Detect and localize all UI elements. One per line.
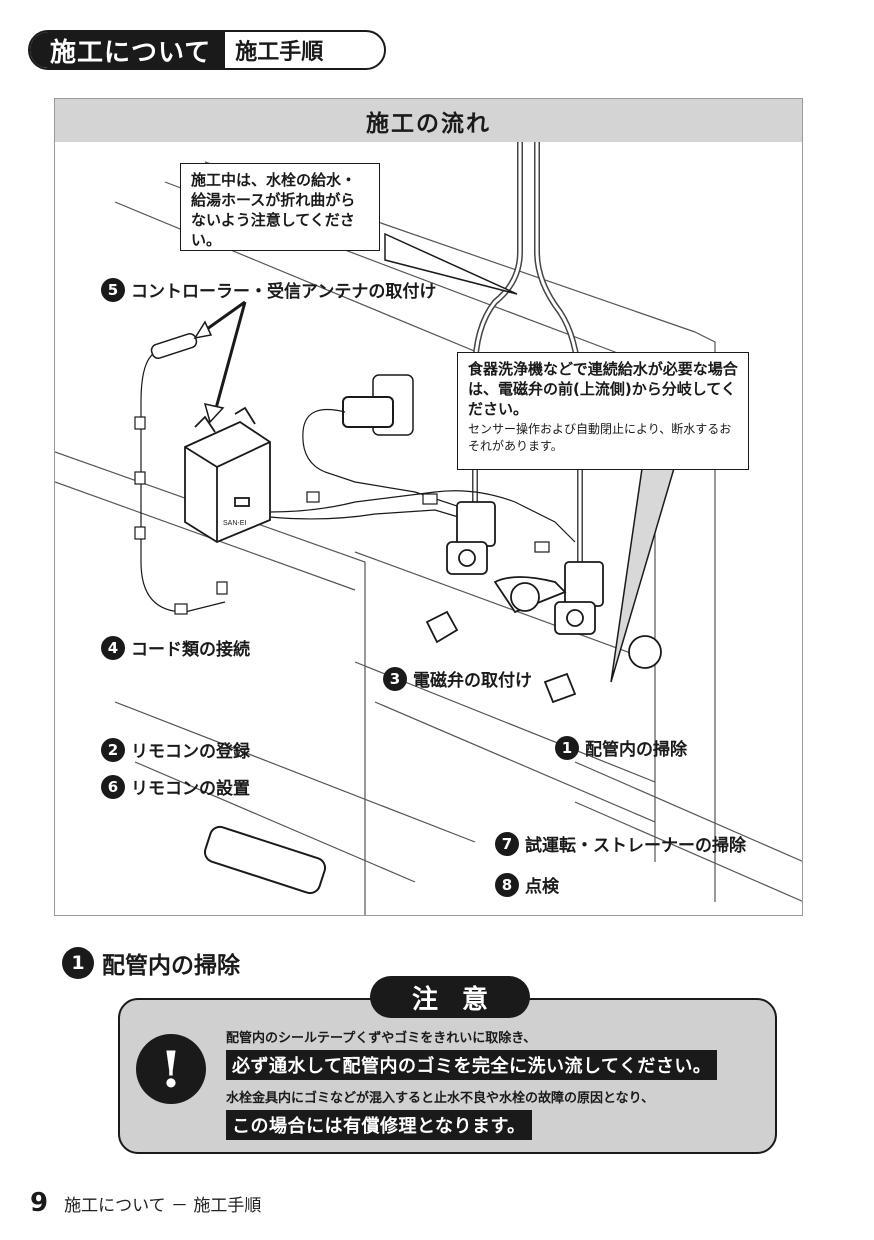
cabinet-edge <box>574 761 802 862</box>
step-4-badge: 4 <box>101 635 125 660</box>
step-3-label: 3 電磁弁の取付け <box>383 666 532 691</box>
step-5-text: コントローラー・受信アンテナの取付け <box>131 282 437 302</box>
cabinet-edge <box>55 481 356 591</box>
page-footer: 9 施工について － 施工手順 <box>30 1188 261 1218</box>
flow-title: 施工の流れ <box>55 99 802 142</box>
step-7-label: 7 試運転・ストレーナーの掃除 <box>495 831 746 856</box>
caution-line-3: 水栓金具内にゴミなどが混入すると止水不良や水栓の故障の原因となり、 <box>226 1091 655 1106</box>
step-7-text: 試運転・ストレーナーの掃除 <box>525 836 746 856</box>
exclamation-icon: ! <box>136 1034 206 1104</box>
caution-label: 注意 <box>370 976 530 1018</box>
counter-line <box>694 331 716 902</box>
step-8-label: 8 点検 <box>495 872 559 897</box>
note-branch-text: 食器洗浄機などで連続給水が必要な場合は、電磁弁の前(上流側)から分岐してください… <box>468 360 738 418</box>
installation-flow-panel: 施工の流れ <box>54 98 803 916</box>
section-1-title: 1 配管内の掃除 <box>62 946 240 980</box>
step-4-label: 4 コード類の接続 <box>101 635 250 660</box>
connector <box>422 493 438 505</box>
note-hose-bending: 施工中は、水栓の給水・給湯ホースが折れ曲がらないよう注意してください。 <box>180 163 380 251</box>
step-5-badge: 5 <box>101 277 125 302</box>
step-1-label: 1 配管内の掃除 <box>555 735 687 760</box>
stop-valves <box>425 576 662 704</box>
power-cable <box>302 408 476 513</box>
step-8-badge: 8 <box>495 872 519 897</box>
controller-unit <box>184 406 271 544</box>
section-header: 施工について 施工手順 <box>28 30 386 70</box>
solenoid-valve-left <box>446 501 496 575</box>
step-6-text: リモコンの設置 <box>131 779 250 799</box>
step-1-badge: 1 <box>555 735 579 760</box>
solenoid-valve-right <box>554 561 604 635</box>
header-subtitle: 施工手順 <box>235 40 324 65</box>
step-2-text: リモコンの登録 <box>131 742 250 762</box>
cable-clip <box>134 416 146 430</box>
arrow-to-controller <box>213 301 247 413</box>
installation-illustration: SAN-EI <box>55 142 802 915</box>
ac-adapter <box>342 396 394 428</box>
footer-text: 施工について － 施工手順 <box>64 1196 262 1216</box>
step-2-badge: 2 <box>101 737 125 762</box>
cabinet-edge <box>114 701 476 843</box>
step-1-text: 配管内の掃除 <box>585 740 687 760</box>
section-1-text: 配管内の掃除 <box>102 953 240 979</box>
connector <box>534 541 550 553</box>
cabinet-edge <box>374 701 656 823</box>
valve-cable <box>269 509 476 523</box>
step-6-badge: 6 <box>101 774 125 799</box>
cabinet-edge <box>354 551 656 663</box>
valve-cable <box>269 490 576 543</box>
remote-control <box>203 825 327 895</box>
caution-line-4: この場合には有償修理となります。 <box>226 1110 532 1140</box>
step-8-text: 点検 <box>525 877 559 897</box>
cabinet-edge <box>134 761 416 883</box>
arrow-head <box>193 320 213 340</box>
arrow-head <box>203 402 225 424</box>
step-3-badge: 3 <box>383 666 407 691</box>
step-5-label: 5 コントローラー・受信アンテナの取付け <box>101 277 436 302</box>
note-branch-small-text: センサー操作および自動閉止により、断水するおそれがあります。 <box>468 422 732 453</box>
cabinet-edge <box>574 801 802 902</box>
step-7-badge: 7 <box>495 831 519 856</box>
section-1-badge: 1 <box>62 947 94 979</box>
step-2-label: 2 リモコンの登録 <box>101 737 250 762</box>
note-hose-text: 施工中は、水栓の給水・給湯ホースが折れ曲がらないよう注意してください。 <box>191 171 357 249</box>
header-title: 施工について <box>30 32 226 68</box>
device-brand-text: SAN-EI <box>223 520 246 527</box>
step-3-text: 電磁弁の取付け <box>413 671 532 691</box>
cable-clip <box>134 471 146 485</box>
caution-line-1: 配管内のシールテープくずやゴミをきれいに取除き、 <box>226 1031 537 1046</box>
step-6-label: 6 リモコンの設置 <box>101 774 250 799</box>
cable-clip <box>134 526 146 540</box>
connector <box>306 491 320 503</box>
page-number: 9 <box>30 1188 49 1218</box>
caution-line-2: 必ず通水して配管内のゴミを完全に洗い流してください。 <box>226 1050 718 1080</box>
note-branch-supply: 食器洗浄機などで連続給水が必要な場合は、電磁弁の前(上流側)から分岐してください… <box>457 352 749 470</box>
receiver-antenna <box>150 333 198 359</box>
callout-pointer <box>384 232 518 295</box>
step-4-text: コード類の接続 <box>131 640 250 660</box>
cable-clip <box>216 581 228 595</box>
cable-clip <box>174 603 188 615</box>
antenna-cable <box>140 353 226 613</box>
